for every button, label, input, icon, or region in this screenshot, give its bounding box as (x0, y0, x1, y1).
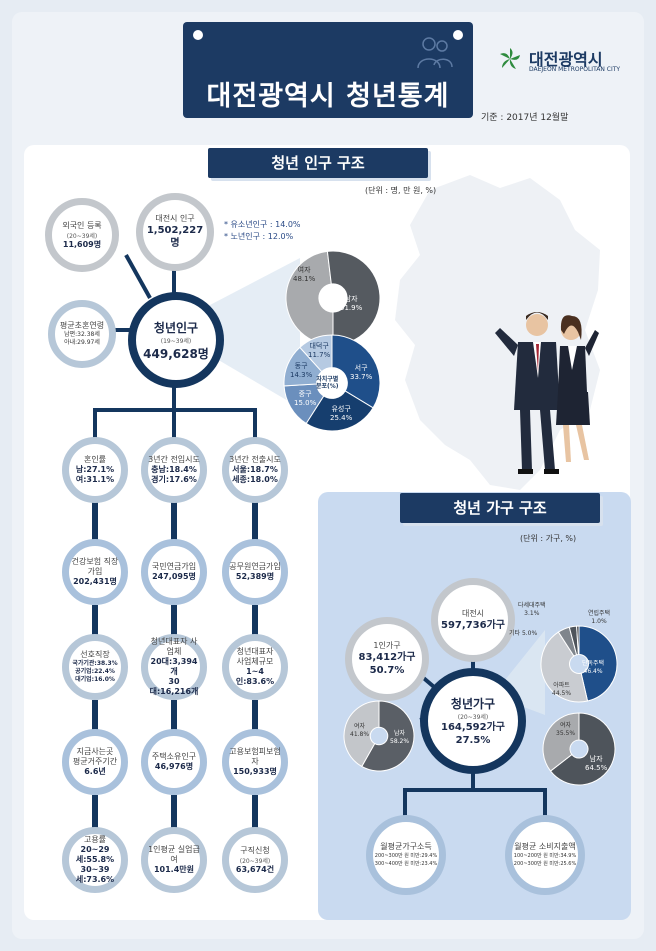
district-pie-chart (283, 334, 381, 432)
city-logo-name: 대전광역시 (529, 50, 603, 69)
housing-other-label: 기타 5.0% (509, 630, 538, 637)
monthly-spending-circle: 월평균 소비지출액 100~200만 원 미만:34.9% 200~300만 원… (505, 815, 585, 895)
pin-icon (193, 30, 203, 40)
household-city-circle: 대전시 597,736가구 (431, 578, 515, 662)
people-icon (417, 37, 453, 69)
pin-icon (453, 30, 463, 40)
district-pie-slice (299, 334, 333, 373)
youth-gender-pie-slice (542, 712, 580, 772)
district-pie-slice (331, 334, 381, 409)
youth-gender-pie-slice (549, 712, 616, 786)
city-logo-sub: DAEJEON METROPOLITAN CITY (529, 66, 621, 73)
page-title: 대전광역시 청년통계 (206, 81, 450, 112)
single-household-circle: 1인가구 83,412가구 50.7% (345, 617, 429, 701)
household-section-title: 청년 가구 구조 (400, 493, 600, 523)
youth-household-circle: 청년가구 (20~39세) 164,592가구 27.5% (420, 668, 526, 774)
youth-population-circle: 청년인구 (19~39세) 449,628명 (128, 292, 224, 388)
marriage-age-circle: 평균초혼연령 남편:32.38세 아내:29.97세 (48, 300, 116, 368)
population-notes: * 유소년인구 : 14.0% * 노년인구 : 12.0% (224, 220, 301, 241)
gender-pie-slice (326, 250, 381, 346)
gender-pie-slice (285, 250, 334, 346)
housing-pie-chart (540, 625, 618, 703)
district-pie-slice (305, 390, 374, 432)
reference-date: 기준 : 2017년 12월말 (481, 113, 569, 123)
single-gender-pie-slice (343, 700, 380, 768)
gender-pie-chart (285, 250, 381, 346)
housing-pie-slice (578, 625, 618, 702)
housing-pie-slice (540, 631, 589, 703)
housing-pie-slice (576, 625, 580, 656)
single-gender-pie-slice (361, 700, 415, 772)
tree-stat-circle: 구직신청(20~39세)63,674건 (222, 827, 288, 893)
household-unit: (단위 : 가구, %) (520, 534, 577, 543)
population-section-title: 청년 인구 구조 (208, 148, 428, 178)
tree-connectors (92, 500, 258, 830)
woman-figure (556, 315, 599, 462)
monthly-income-circle: 월평균가구소득 200~300만 원 미만:29.4% 300~400만 원 미… (366, 815, 446, 895)
population-unit: (단위 : 명, 만 원, %) (365, 186, 437, 195)
header-banner: 대전광역시 청년통계 (183, 22, 473, 118)
youth-gender-pie-chart (542, 712, 616, 786)
city-population-circle: 대전시 인구 1,502,227명 (136, 193, 214, 271)
man-figure (495, 312, 560, 474)
city-logo-icon (500, 48, 520, 69)
single-gender-pie-chart (343, 700, 415, 772)
foreign-registration-circle: 외국인 등록 (20~39세) 11,609명 (45, 198, 119, 272)
